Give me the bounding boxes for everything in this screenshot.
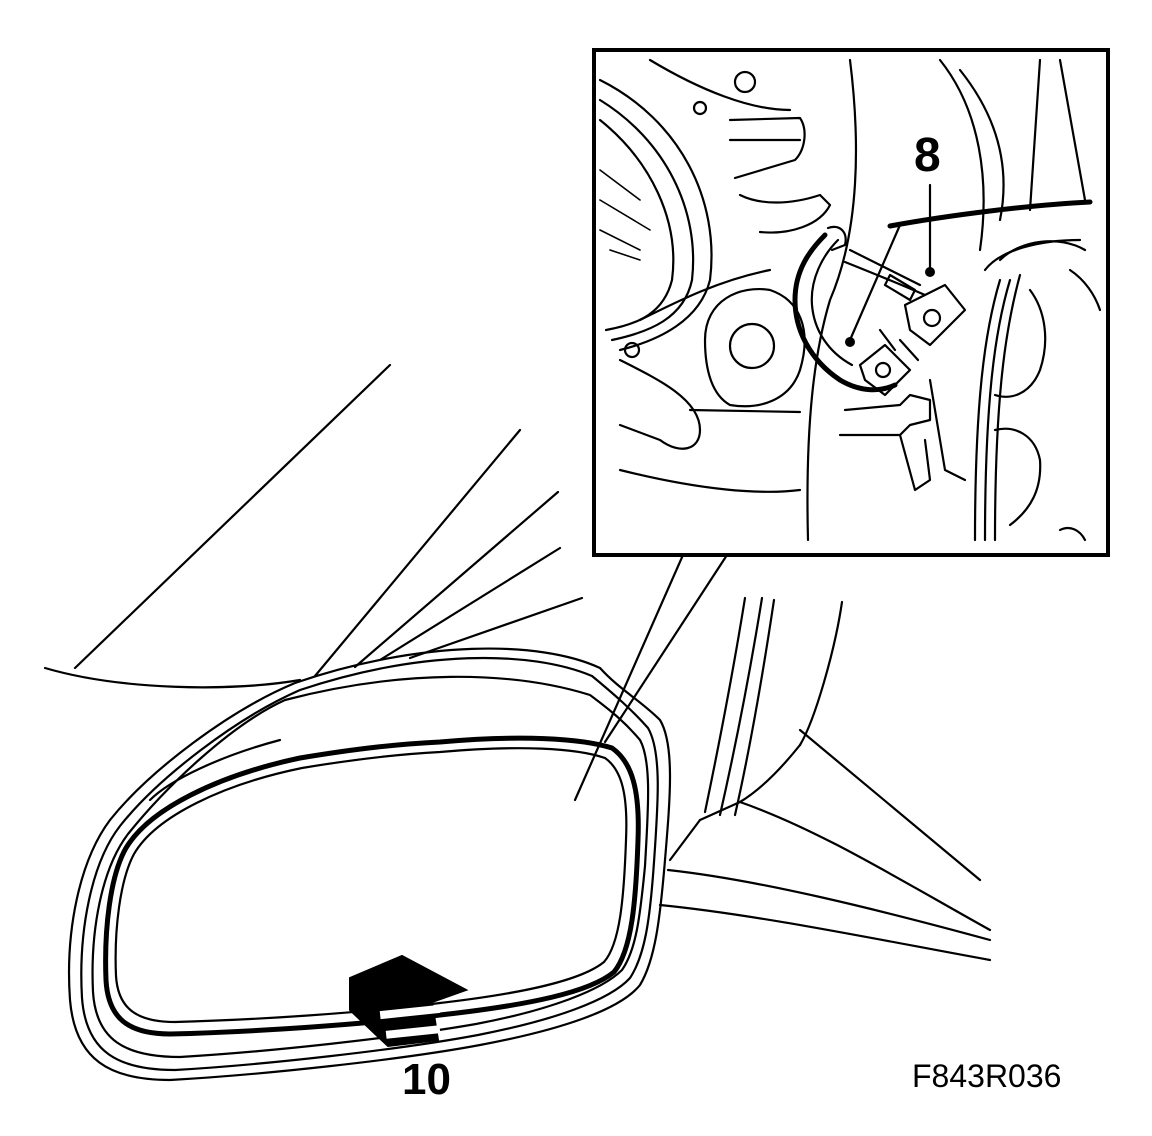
inset-detail [592, 48, 1110, 557]
car-body-lines [43, 363, 992, 962]
mirror-housing [67, 647, 672, 1082]
inset-leader-lines [573, 553, 729, 802]
figure-code: F843R036 [912, 1058, 1062, 1094]
callout-label-10: 10 [402, 1055, 451, 1104]
callout-label-8: 8 [914, 129, 941, 182]
arrow-10-icon [349, 954, 469, 1048]
